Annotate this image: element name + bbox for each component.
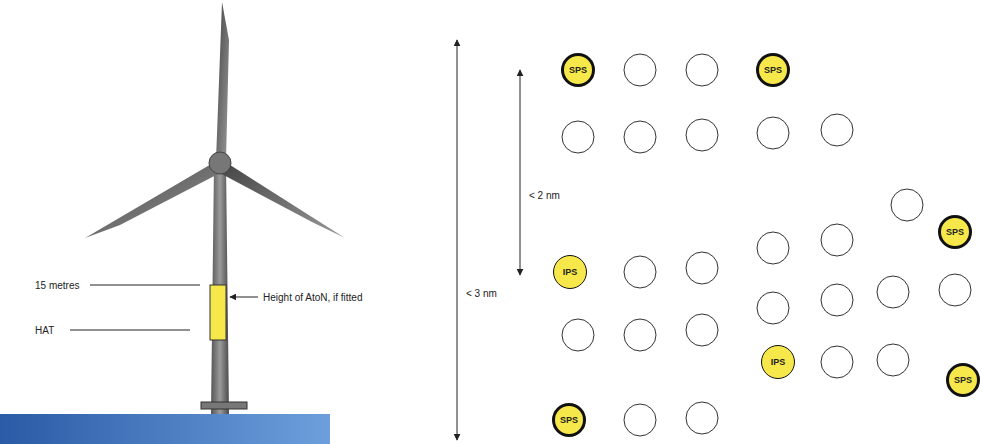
aton-light: [210, 285, 226, 340]
sps-turbine: SPS: [756, 53, 790, 87]
dimension-label: < 2 nm: [528, 190, 561, 201]
sps-turbine: SPS: [946, 363, 980, 397]
pointer-arrow: [230, 297, 258, 298]
dimension-arrow: [520, 70, 521, 275]
level-line: [90, 285, 200, 286]
station-label: SPS: [946, 227, 964, 237]
dimension-label: < 3 nm: [465, 288, 498, 299]
tower: [211, 165, 229, 414]
sps-turbine: SPS: [938, 215, 972, 249]
level-line: [70, 330, 190, 331]
blade: [216, 2, 229, 160]
callout-label: 15 metres: [34, 280, 80, 291]
sps-turbine: SPS: [561, 53, 595, 87]
station-label: SPS: [569, 65, 587, 75]
station-label: IPS: [771, 357, 786, 367]
station-label: SPS: [954, 375, 972, 385]
hub: [209, 152, 231, 174]
ips-turbine: IPS: [553, 255, 587, 289]
callout-label: HAT: [34, 325, 55, 336]
callout-label: Height of AtoN, if fitted: [262, 292, 364, 303]
blade: [85, 163, 222, 238]
sps-turbine: SPS: [552, 403, 586, 437]
station-label: SPS: [764, 65, 782, 75]
station-label: SPS: [560, 415, 578, 425]
dimension-arrow: [457, 40, 458, 440]
station-label: IPS: [563, 267, 578, 277]
sea: [0, 414, 330, 444]
turbine-positions: [562, 54, 971, 436]
blade: [218, 163, 345, 238]
ips-turbine: IPS: [761, 345, 795, 379]
platform: [201, 402, 247, 409]
